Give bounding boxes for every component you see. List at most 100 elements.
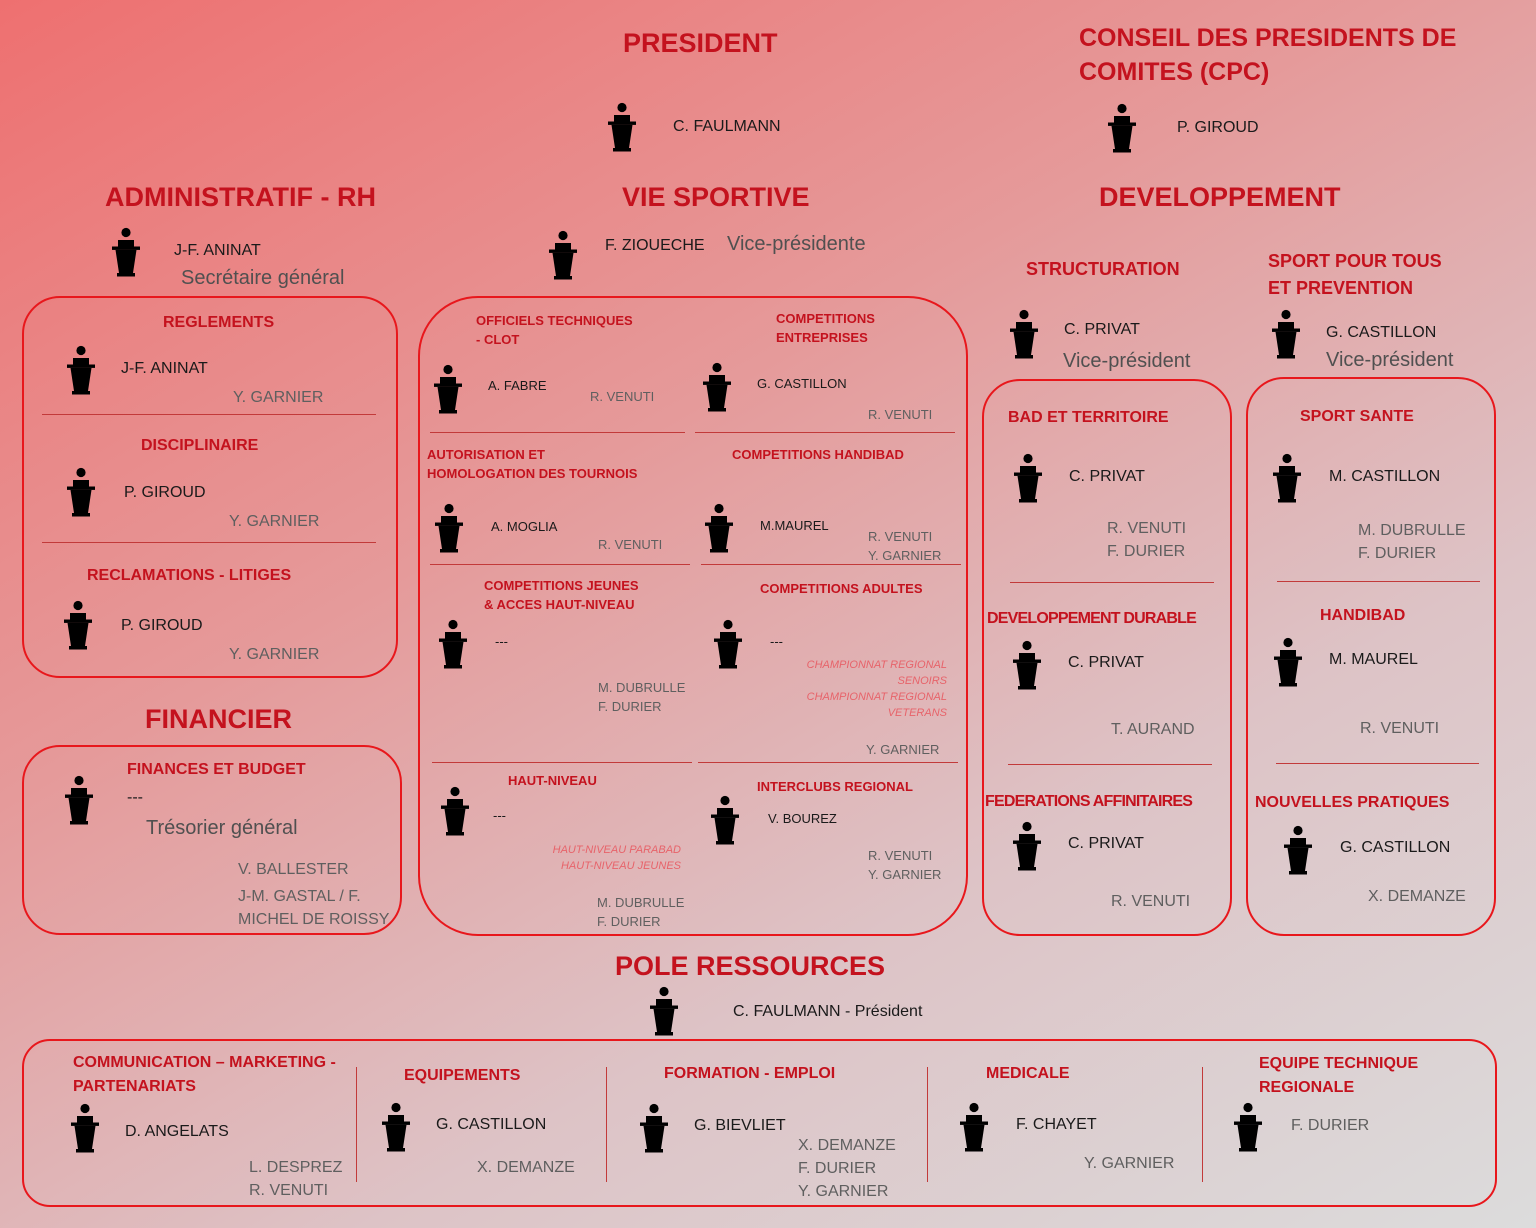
vie-name: F. ZIOUECHE [605,237,705,254]
cpc-name: P. GIROUD [1177,119,1259,136]
person-at-podium-icon [434,503,464,553]
committee-member: MICHEL DE ROISSY [238,911,390,928]
committee-title: COMPETITIONS ADULTES [760,581,923,596]
committee-chair: P. GIROUD [124,484,206,501]
person-at-podium-icon [433,364,463,414]
committee-title: REGLEMENTS [163,314,275,331]
committee-chair: --- [495,634,508,649]
committee-members: X. DEMANZE [1368,888,1466,905]
divider [1276,763,1479,764]
divider [606,1067,607,1182]
admin-role: Secrétaire général [181,267,345,289]
person-at-podium-icon [959,1102,989,1152]
divider [1008,764,1212,765]
committee-members: R. VENUTI [598,537,663,552]
committee-chair: M.MAUREL [760,518,829,533]
president-name: C. FAULMANN [673,118,781,135]
pole-title: POLE RESSOURCES [615,951,886,981]
pole-chair-role: - Président [840,1003,923,1020]
person-at-podium-icon [111,227,141,277]
committee-members: Y. GARNIER [866,742,940,757]
committee-title: HANDIBAD [1320,607,1406,624]
committee-members: X. DEMANZE [477,1159,575,1176]
committee-title: FINANCES ET BUDGET [127,761,306,778]
committee-chair: G. BIEVLIET [694,1117,786,1134]
person-at-podium-icon [66,467,96,517]
divider [1010,582,1214,583]
person-at-podium-icon [381,1102,411,1152]
person-at-podium-icon [1012,821,1042,871]
person-at-podium-icon [63,600,93,650]
divider [430,432,685,433]
pole-box [22,1039,1497,1207]
divider [432,762,692,763]
cpc-title-line1: CONSEIL DES PRESIDENTS DE [1079,24,1457,52]
person-at-podium-icon [1013,453,1043,503]
committee-title: FEDERATIONS AFFINITAIRES [985,793,1193,810]
person-at-podium-icon [713,619,743,669]
financier-title: FINANCIER [145,704,292,734]
structuration-title: STRUCTURATION [1026,259,1180,279]
person-at-podium-icon [66,345,96,395]
divider [356,1067,357,1182]
person-at-podium-icon [639,1103,669,1153]
committee-members: Y. GARNIER [1084,1155,1175,1172]
person-at-podium-icon [1272,453,1302,503]
admin-title: ADMINISTRATIF - RH [105,182,376,212]
committee-title: DISCIPLINAIRE [141,437,259,454]
person-at-podium-icon [548,230,578,280]
person-at-podium-icon [70,1103,100,1153]
committee-members: Y. GARNIER [233,389,324,406]
committee-title: EQUIPEMENTS [404,1067,521,1084]
committee-chair: A. MOGLIA [491,519,558,534]
person-at-podium-icon [1233,1102,1263,1152]
committee-title: NOUVELLES PRATIQUES [1255,794,1450,811]
cpc-title-line2: COMITES (CPC) [1079,58,1270,86]
committee-title: COMPETITIONS HANDIBAD [732,447,904,462]
person-at-podium-icon [649,986,679,1036]
divider [42,542,376,543]
committee-chair: G. CASTILLON [1340,839,1451,856]
committee-chair: V. BOUREZ [768,811,837,826]
committee-title: SPORT SANTE [1300,408,1414,425]
divider [695,432,955,433]
person-at-podium-icon [440,786,470,836]
committee-chair: C. PRIVAT [1069,468,1145,485]
committee-members: Y. GARNIER [229,513,320,530]
committee-title: HAUT-NIVEAU [508,773,597,788]
divider [42,414,376,415]
committee-title: RECLAMATIONS - LITIGES [87,567,292,584]
committee-chair: D. ANGELATS [125,1123,229,1140]
divider [701,564,961,565]
divider [1202,1067,1203,1182]
vie-committees-box [418,296,968,936]
committee-member: V. BALLESTER [238,861,349,878]
structuration-name: C. PRIVAT [1064,321,1140,338]
committee-chair: J-F. ANINAT [121,360,208,377]
person-at-podium-icon [438,619,468,669]
committee-members: T. AURAND [1111,721,1195,738]
person-at-podium-icon [710,795,740,845]
committee-chair: G. CASTILLON [757,376,847,391]
committee-chair: --- [127,789,143,806]
pole-chair-name: C. FAULMANN [733,1003,841,1020]
committee-members: R. VENUTI [1360,720,1440,737]
person-at-podium-icon [1283,825,1313,875]
admin-committees-box [22,296,398,678]
committee-chair: C. PRIVAT [1068,654,1144,671]
committee-title: FORMATION - EMPLOI [664,1065,836,1082]
financier-role: Trésorier général [146,817,298,839]
structuration-box [982,379,1232,936]
person-at-podium-icon [1271,309,1301,359]
